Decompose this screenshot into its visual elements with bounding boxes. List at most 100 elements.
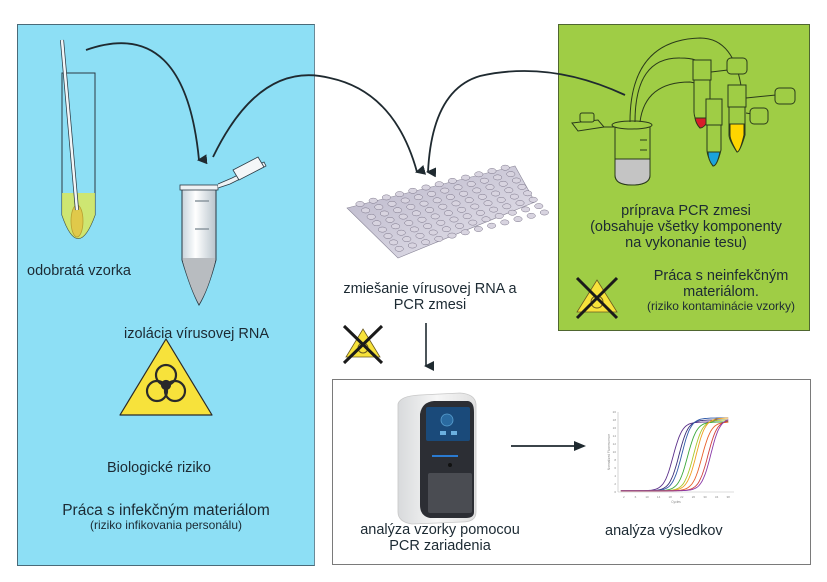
plate-well bbox=[398, 213, 408, 220]
infectious-work-risk: (riziko infikovania personálu) bbox=[89, 518, 243, 533]
plate-well bbox=[513, 216, 523, 222]
infectious-material-zone bbox=[17, 24, 315, 566]
plate-well bbox=[506, 171, 516, 177]
plate-well bbox=[402, 236, 412, 242]
plate-well bbox=[517, 184, 527, 190]
plate-well bbox=[523, 190, 533, 197]
plate-well bbox=[459, 190, 469, 197]
plate-well bbox=[438, 203, 448, 210]
plate-well bbox=[474, 171, 484, 178]
plate-well bbox=[407, 242, 417, 249]
mixing-text: zmiešanie vírusovej RNA a PCR zmesi bbox=[330, 281, 530, 313]
plate-well bbox=[539, 209, 549, 216]
clean-work-label-1: Práca s neinfekčným bbox=[653, 268, 789, 284]
plate-well bbox=[473, 226, 483, 232]
plate-well bbox=[502, 203, 512, 210]
plate-well bbox=[409, 226, 419, 233]
plate-well bbox=[466, 181, 476, 187]
plate-well bbox=[383, 233, 393, 239]
plate-well bbox=[379, 210, 389, 217]
plate-well bbox=[479, 177, 489, 184]
plate-well bbox=[500, 219, 510, 226]
plate-well bbox=[460, 229, 470, 236]
plate-well bbox=[493, 174, 503, 181]
plate-well bbox=[428, 229, 438, 236]
plate-well bbox=[389, 239, 399, 246]
plate-well bbox=[447, 178, 457, 184]
mixing-label-2: PCR zmesi bbox=[393, 297, 467, 314]
plate-well bbox=[368, 197, 378, 204]
plate-well bbox=[451, 200, 461, 207]
plate-well bbox=[411, 210, 421, 217]
plate-well bbox=[528, 196, 538, 203]
plate-well bbox=[434, 236, 444, 242]
plate-well bbox=[461, 174, 471, 181]
plate-well bbox=[445, 194, 455, 200]
plate-well bbox=[475, 210, 485, 216]
mixing-label-1: zmiešanie vírusovej RNA a bbox=[343, 281, 517, 297]
plate-well bbox=[491, 190, 501, 197]
plate-well bbox=[387, 200, 397, 207]
instrument-label-2: PCR zariadenia bbox=[389, 538, 491, 555]
plate-well bbox=[496, 197, 506, 203]
results-label: analýza výsledkov bbox=[605, 523, 723, 539]
plate-well bbox=[457, 206, 467, 213]
plate-well bbox=[395, 191, 405, 197]
plate-well bbox=[355, 201, 365, 207]
plate-well bbox=[511, 177, 521, 184]
plate-well bbox=[483, 200, 493, 207]
plate-well bbox=[393, 207, 403, 214]
plate-well bbox=[421, 184, 431, 191]
plate-well bbox=[415, 232, 425, 239]
plate-well bbox=[396, 229, 406, 236]
plate-well bbox=[421, 239, 431, 246]
pcr-mix-prep-text: príprava PCR zmesi (obsahuje všetky komp… bbox=[566, 203, 806, 252]
plate-well bbox=[417, 216, 427, 223]
plate-well bbox=[436, 219, 446, 226]
plate-well bbox=[377, 226, 387, 233]
plate-well bbox=[498, 180, 508, 187]
infectious-work-label: Práca s infekčným materiálom bbox=[62, 502, 270, 519]
plate-well bbox=[453, 184, 463, 191]
clean-work-risk: (riziko kontaminácie vzorky) bbox=[646, 299, 796, 314]
plate-well bbox=[430, 213, 440, 220]
plate-well bbox=[441, 226, 451, 233]
plate-well bbox=[470, 203, 480, 210]
plate-well bbox=[394, 245, 404, 252]
plate-well bbox=[404, 220, 414, 226]
plate-well bbox=[487, 222, 497, 229]
plate-well bbox=[366, 213, 376, 220]
plate-well bbox=[449, 216, 459, 223]
plate-well bbox=[500, 164, 510, 171]
plate-well bbox=[504, 187, 514, 194]
plate-well bbox=[443, 210, 453, 216]
plate-well bbox=[477, 193, 487, 200]
plate-well bbox=[481, 216, 491, 223]
plate-well bbox=[406, 204, 416, 210]
pcr-mix-prep-label: príprava PCR zmesi bbox=[621, 203, 751, 219]
sample-label: odobratá vzorka bbox=[27, 263, 131, 279]
plate-well bbox=[515, 200, 525, 206]
plate-well bbox=[425, 207, 435, 213]
plate-well bbox=[432, 197, 442, 204]
plate-well bbox=[374, 204, 384, 210]
plate-well bbox=[521, 206, 531, 213]
plate-well bbox=[485, 184, 495, 190]
plate-well bbox=[509, 193, 519, 200]
hazard-label: Biologické riziko bbox=[107, 460, 211, 476]
plate-well bbox=[381, 194, 391, 201]
plate-well bbox=[391, 223, 401, 230]
plate-well bbox=[419, 200, 429, 207]
plate-well bbox=[408, 187, 418, 194]
plate-well bbox=[464, 197, 474, 203]
plate-well bbox=[434, 181, 444, 188]
instrument-label-1: analýza vzorky pomocou bbox=[360, 522, 520, 538]
plate-well bbox=[455, 223, 465, 229]
plate-well bbox=[427, 191, 437, 197]
clean-work-label-2: materiálom. bbox=[683, 284, 759, 301]
plate-well bbox=[534, 203, 544, 209]
pcr-mix-prep-note-2: na vykonanie tesu) bbox=[625, 235, 747, 252]
plate-well bbox=[385, 217, 395, 223]
isolation-label: izolácia vírusovej RNA bbox=[124, 326, 270, 342]
plate-well bbox=[400, 197, 410, 204]
